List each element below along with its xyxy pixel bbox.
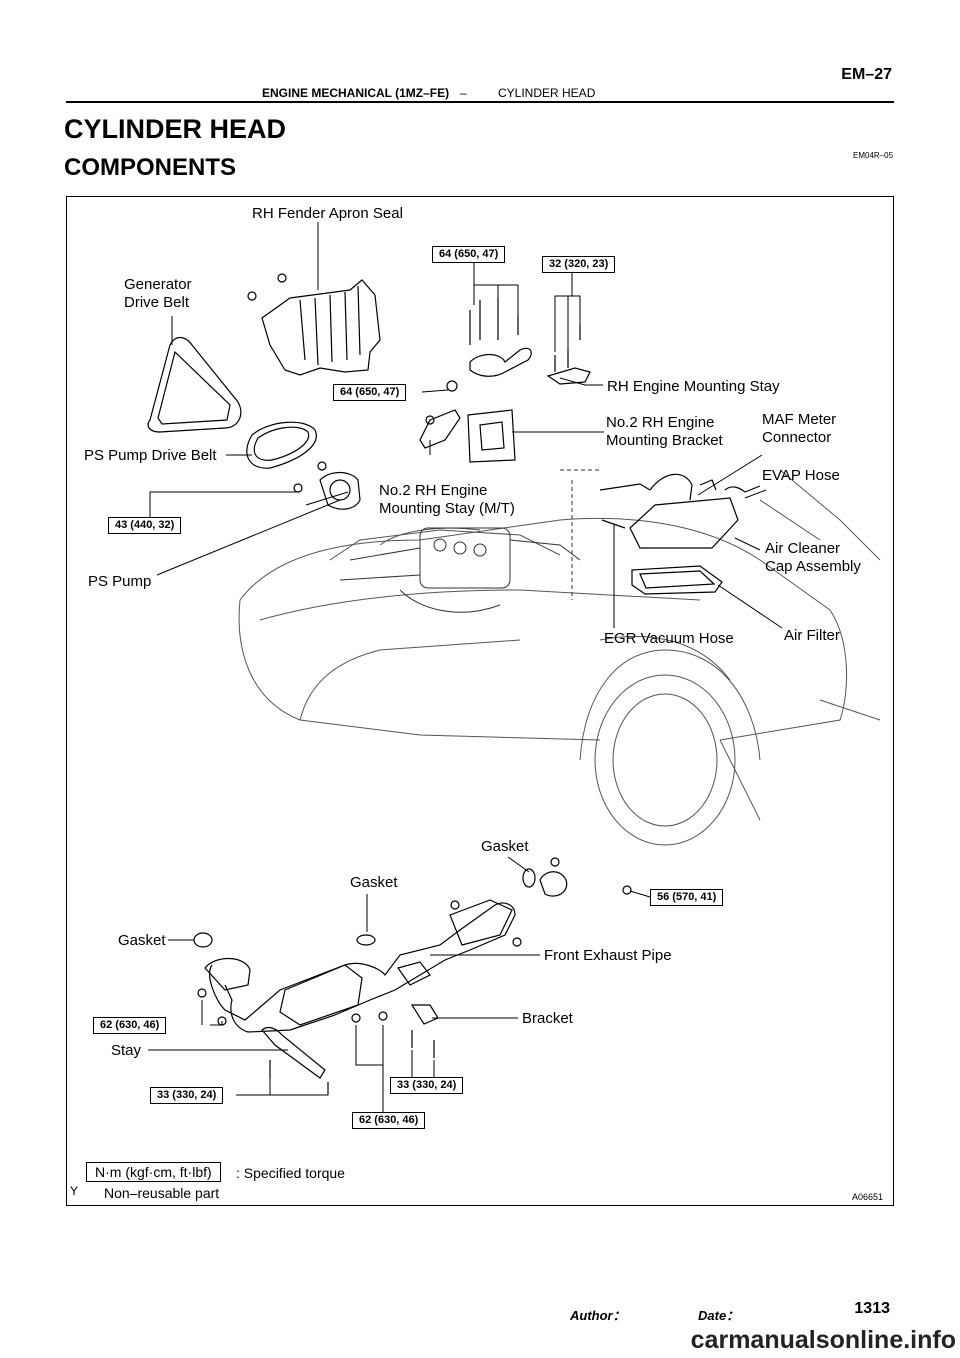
label-gasket-mid: Gasket bbox=[350, 874, 398, 891]
page-code: EM–27 bbox=[841, 66, 892, 83]
air-cleaner-cap-illustration bbox=[599, 473, 739, 549]
header-section: ENGINE MECHANICAL (1MZ–FE) bbox=[262, 86, 450, 100]
page-number: 1313 bbox=[854, 1300, 890, 1317]
legend-torque-unit-box: N·m (kgf·cm, ft·lbf) bbox=[86, 1162, 221, 1182]
label-no2-rh-engine-mounting-bracket-line2: Mounting Bracket bbox=[606, 432, 723, 449]
label-rh-fender-apron-seal: RH Fender Apron Seal bbox=[252, 205, 403, 222]
front-exhaust-pipe-illustration bbox=[204, 899, 516, 1033]
no2-rh-engine-mounting-bracket-illustration bbox=[467, 409, 516, 463]
legend-non-reusable-description: Non–reusable part bbox=[104, 1185, 220, 1201]
label-front-exhaust-pipe: Front Exhaust Pipe bbox=[544, 947, 672, 964]
torque-box: 33 (330, 24) bbox=[390, 1077, 464, 1094]
torque-box: 43 (440, 32) bbox=[108, 517, 182, 534]
label-air-cleaner-cap-line1: Air Cleaner bbox=[765, 540, 841, 557]
components-diagram-frame bbox=[66, 196, 894, 1206]
footer-author-label: Author： bbox=[570, 1308, 626, 1323]
header-separator: – bbox=[460, 86, 467, 100]
stay-illustration bbox=[261, 1026, 326, 1079]
engine-block-illustration bbox=[339, 469, 600, 613]
no2-rh-engine-mounting-stay-illustration bbox=[419, 409, 461, 449]
ps-pump-illustration bbox=[293, 461, 361, 510]
torque-box: 64 (650, 47) bbox=[432, 246, 506, 263]
label-stay: Stay bbox=[111, 1042, 142, 1059]
label-no2-rh-engine-mounting-stay-line1: No.2 RH Engine bbox=[379, 482, 488, 499]
torque-box: 56 (570, 41) bbox=[650, 889, 724, 906]
label-egr-vacuum-hose: EGR Vacuum Hose bbox=[604, 630, 734, 647]
label-gasket-left: Gasket bbox=[118, 932, 166, 949]
rh-engine-mounting-stay-illustration bbox=[446, 298, 591, 392]
exhaust-bolts-illustration bbox=[197, 857, 632, 1094]
label-air-filter: Air Filter bbox=[784, 627, 840, 644]
page-title: CYLINDER HEAD bbox=[64, 114, 287, 144]
label-air-cleaner-cap-line2: Cap Assembly bbox=[765, 558, 861, 575]
label-maf-meter-connector-line2: Connector bbox=[762, 429, 832, 446]
torque-box: 32 (320, 23) bbox=[542, 256, 616, 273]
air-filter-illustration bbox=[631, 565, 723, 595]
label-ps-pump-drive-belt: PS Pump Drive Belt bbox=[84, 447, 217, 464]
header-rule bbox=[66, 101, 894, 103]
label-no2-rh-engine-mounting-stay-line2: Mounting Stay (M/T) bbox=[379, 500, 515, 517]
label-gasket-top: Gasket bbox=[481, 838, 529, 855]
label-evap-hose: EVAP Hose bbox=[762, 467, 840, 484]
torque-box: 33 (330, 24) bbox=[150, 1087, 224, 1104]
torque-box: 62 (630, 46) bbox=[352, 1112, 426, 1129]
non-reusable-icon: Y bbox=[70, 1184, 79, 1198]
egr-vacuum-hose-illustration bbox=[601, 519, 626, 529]
legend-torque-description: : Specified torque bbox=[236, 1165, 345, 1181]
torque-box: 62 (630, 46) bbox=[93, 1017, 167, 1034]
label-generator-drive-belt-line2: Drive Belt bbox=[124, 294, 190, 311]
watermark: carmanualsonline.info bbox=[690, 1326, 956, 1354]
generator-drive-belt-illustration bbox=[147, 336, 242, 433]
car-body-illustration bbox=[238, 469, 881, 846]
footer-date-label: Date： bbox=[698, 1308, 740, 1323]
page-subtitle: COMPONENTS bbox=[64, 154, 237, 181]
label-no2-rh-engine-mounting-bracket-line1: No.2 RH Engine bbox=[606, 414, 715, 431]
document-reference: EM04R–05 bbox=[853, 151, 894, 160]
figure-id: A06651 bbox=[852, 1192, 884, 1202]
label-bracket: Bracket bbox=[522, 1010, 573, 1027]
leader-lines bbox=[148, 222, 783, 1116]
label-rh-engine-mounting-stay: RH Engine Mounting Stay bbox=[607, 378, 780, 395]
evap-hose-illustration bbox=[724, 485, 761, 493]
rh-fender-apron-seal-illustration bbox=[247, 273, 381, 376]
torque-box: 64 (650, 47) bbox=[333, 384, 407, 401]
bracket-illustration bbox=[410, 1004, 439, 1025]
label-generator-drive-belt-line1: Generator bbox=[124, 276, 192, 293]
label-ps-pump: PS Pump bbox=[88, 573, 152, 590]
label-maf-meter-connector-line1: MAF Meter bbox=[762, 411, 837, 428]
ps-pump-drive-belt-illustration bbox=[246, 421, 317, 469]
header-subsection: CYLINDER HEAD bbox=[498, 86, 596, 100]
